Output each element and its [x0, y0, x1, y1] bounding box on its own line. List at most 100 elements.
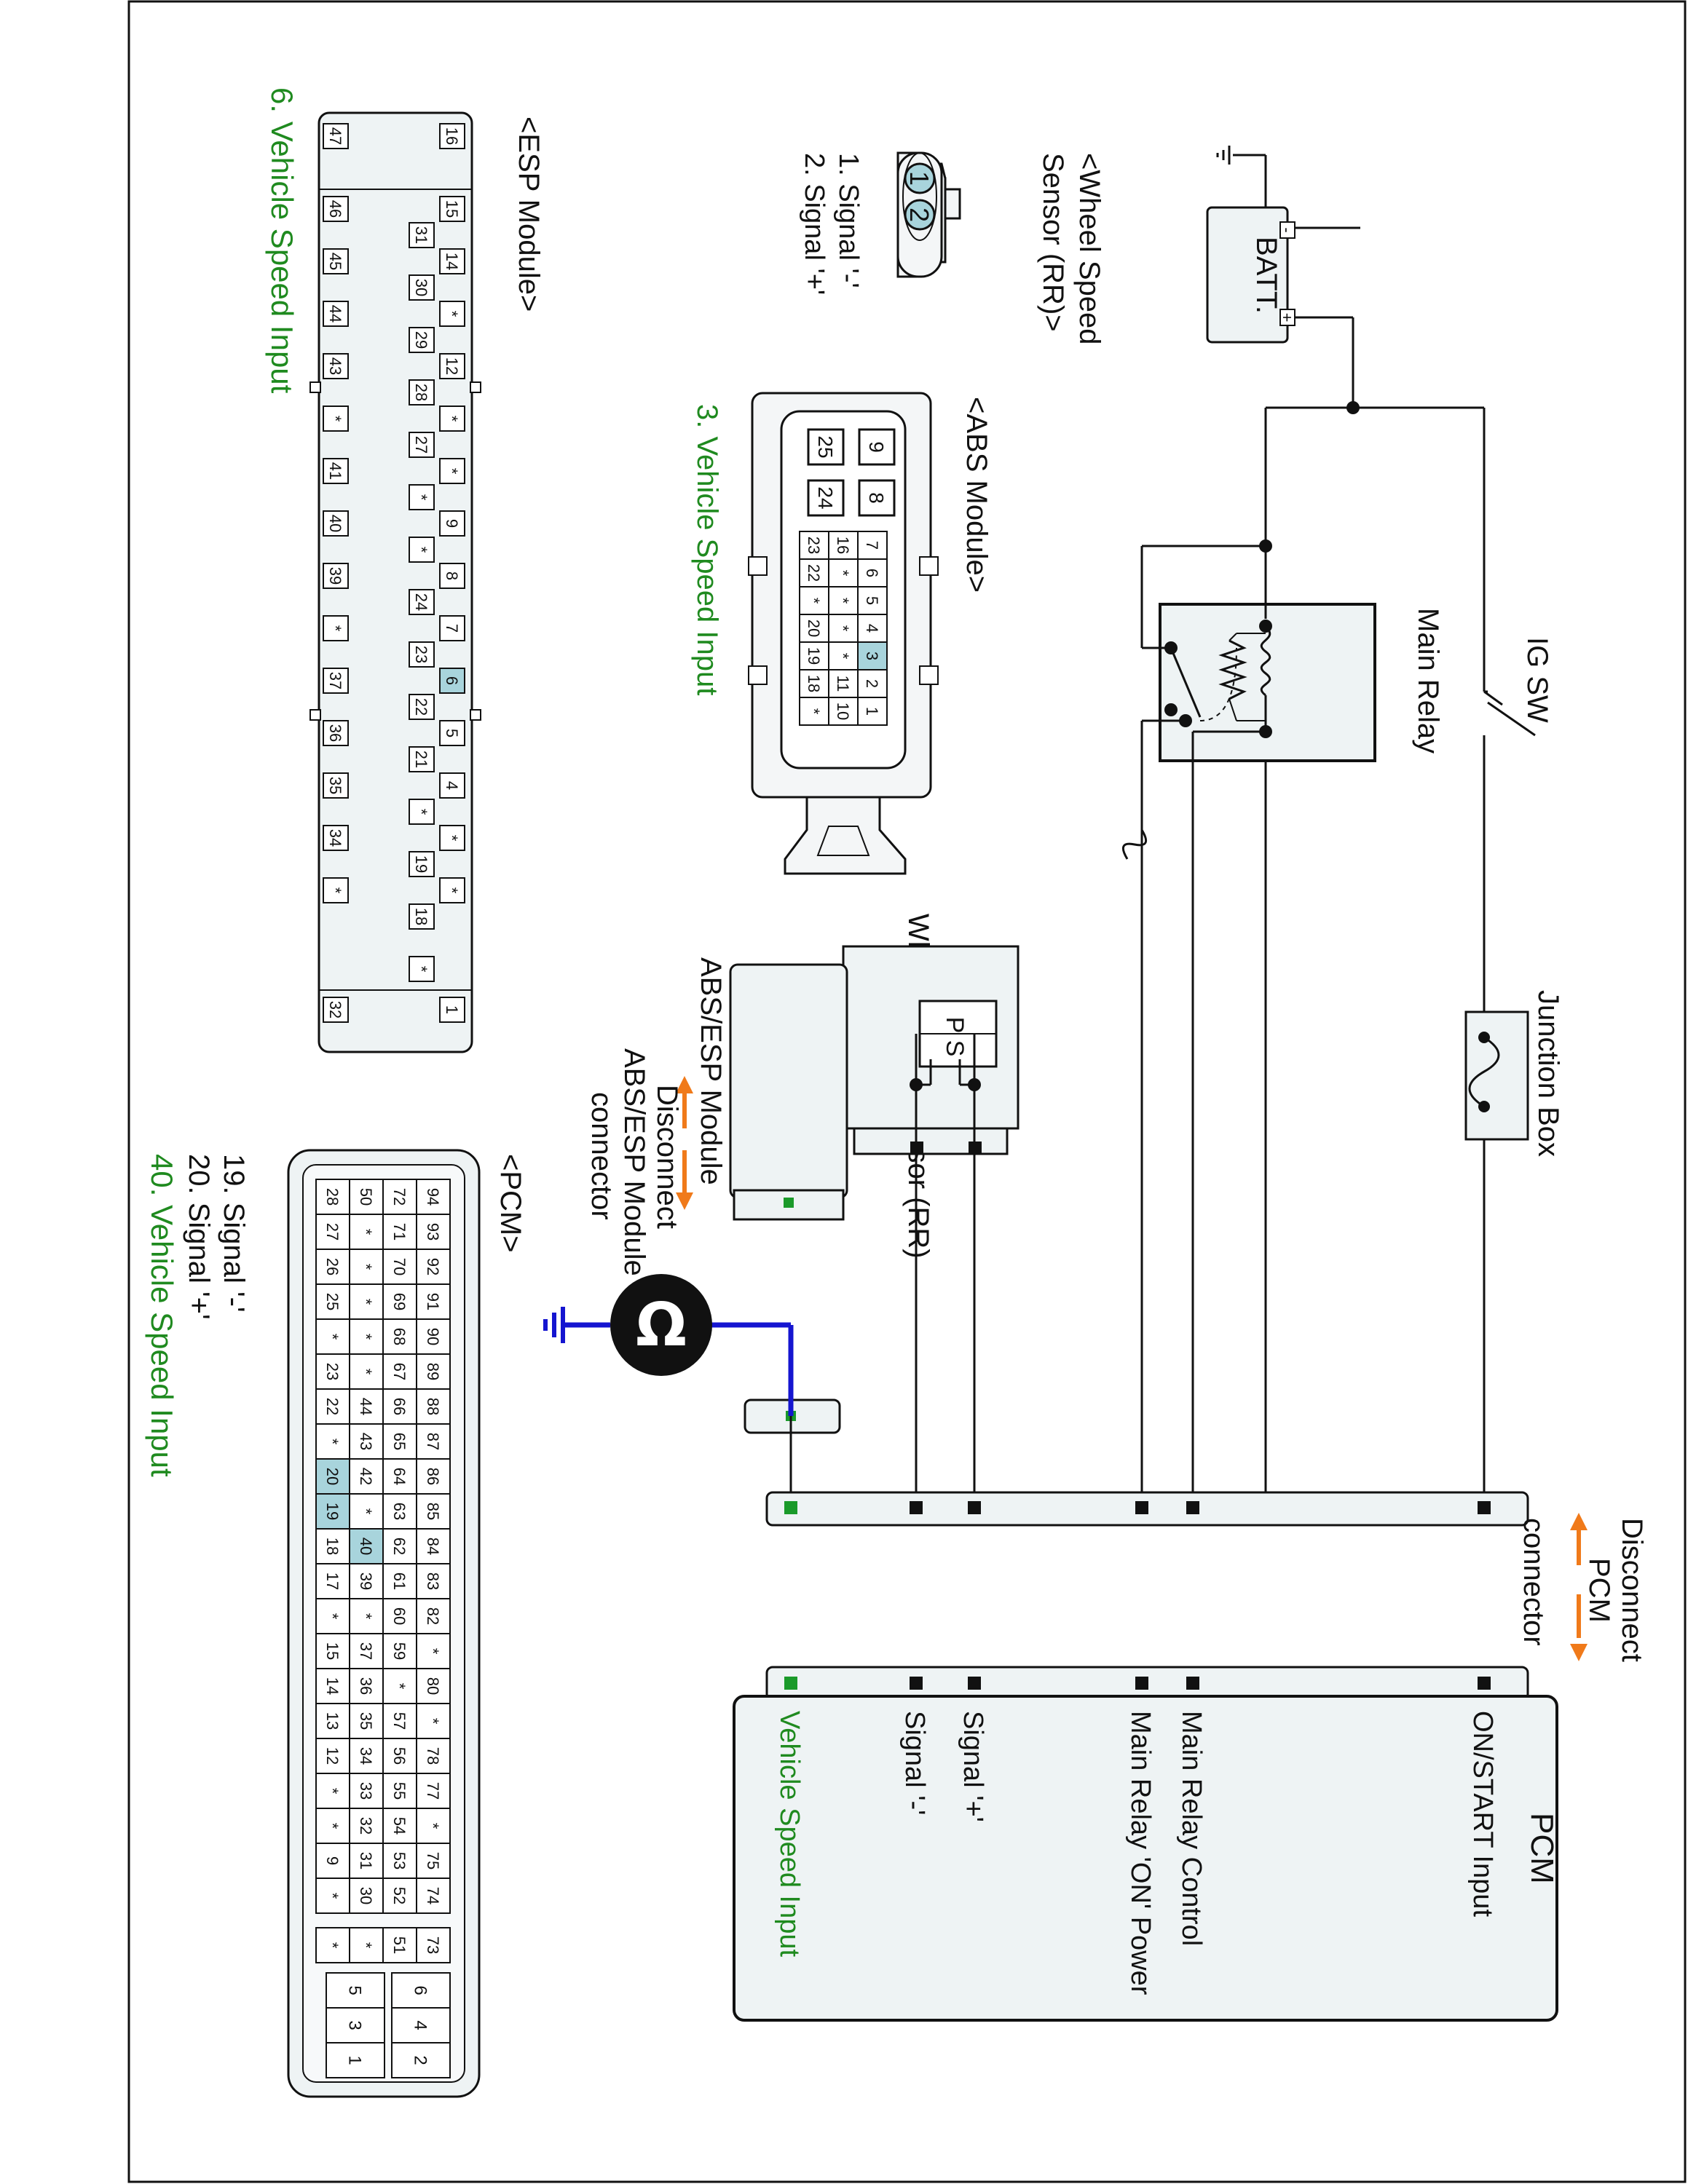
svg-text:7: 7	[443, 624, 461, 633]
pcm-pin-12: 12	[315, 1738, 350, 1774]
pcm-pin-label-3: Main Relay 'ON' Power	[1125, 1711, 1156, 1995]
svg-text:36: 36	[357, 1677, 375, 1695]
svg-text:46: 46	[326, 200, 344, 218]
svg-text:39: 39	[357, 1572, 375, 1590]
pcm-pin-37: 37	[349, 1633, 384, 1669]
disconnect-pcm: Disconnect PCM connector	[1518, 1513, 1648, 1662]
pcm-pin-94: 94	[416, 1179, 451, 1215]
pcm-pin-88: 88	[416, 1388, 451, 1425]
svg-text:30: 30	[357, 1887, 375, 1904]
svg-text:23: 23	[323, 1363, 342, 1380]
pcm-pin-empty: *	[349, 1598, 384, 1634]
pcm-pin-13: 13	[315, 1703, 350, 1739]
svg-text:*: *	[424, 1718, 442, 1725]
esp-pin-37: 37	[323, 668, 349, 694]
svg-text:*: *	[357, 1369, 375, 1375]
esp-pin-30: 30	[409, 274, 435, 301]
svg-text:35: 35	[357, 1712, 375, 1730]
wss-p-label: P	[941, 1017, 969, 1034]
esp-pin-empty: *	[409, 484, 435, 510]
svg-text:24: 24	[814, 486, 837, 509]
esp-pin-empty: *	[409, 956, 435, 982]
esp-pin-40: 40	[323, 510, 349, 537]
esp-pin-empty: *	[409, 799, 435, 825]
svg-text:2: 2	[410, 2055, 430, 2065]
pcm-pin-53: 53	[382, 1843, 417, 1879]
pcm-pin-85: 85	[416, 1493, 451, 1530]
esp-pin-29: 29	[409, 327, 435, 353]
wss-connector-stub	[853, 1127, 1009, 1155]
svg-text:*: *	[412, 966, 430, 973]
abs-pin-8: 8	[858, 479, 896, 517]
svg-text:35: 35	[326, 777, 344, 794]
abs-pin-empty: *	[828, 586, 859, 615]
esp-legend: 6. Vehicle Speed Input	[265, 87, 299, 394]
wss-connector-title-2: Sensor (RR)>	[1037, 153, 1069, 332]
pcm-pin-25: 25	[315, 1283, 350, 1320]
svg-text:32: 32	[357, 1817, 375, 1835]
esp-latch-4	[309, 709, 321, 721]
pcm-connector-title: <PCM>	[494, 1154, 526, 1253]
pcm-pin-57: 57	[382, 1703, 417, 1739]
esp-pin-empty: *	[323, 405, 349, 432]
svg-text:6: 6	[410, 1985, 430, 1995]
abs-pin-9: 9	[858, 428, 896, 466]
esp-pin-5: 5	[439, 720, 465, 746]
esp-pin-41: 41	[323, 458, 349, 484]
pcm-pin-label-4: Signal '+'	[958, 1711, 988, 1822]
svg-text:78: 78	[424, 1747, 442, 1765]
svg-text:*: *	[390, 1683, 409, 1690]
pcm-pin-9: 9	[315, 1843, 350, 1879]
pcm-pin-22: 22	[315, 1388, 350, 1425]
abs-esp-module-body	[729, 963, 848, 1199]
junction-box-label: Junction Box	[1532, 990, 1564, 1157]
pcm-pin-39: 39	[349, 1563, 384, 1599]
svg-text:*: *	[443, 835, 461, 842]
abs-pin-20: 20	[799, 614, 829, 643]
pcm-pin-90: 90	[416, 1318, 451, 1355]
esp-pin-45: 45	[323, 248, 349, 274]
esp-pin-31: 31	[409, 222, 435, 248]
svg-text:15: 15	[443, 200, 461, 218]
pcm-pin-56: 56	[382, 1738, 417, 1774]
pcm-pin-61: 61	[382, 1563, 417, 1599]
esp-pin-7: 7	[439, 615, 465, 641]
esp-pin-4: 4	[439, 772, 465, 799]
svg-text:*: *	[357, 1613, 375, 1620]
svg-text:17: 17	[323, 1572, 342, 1590]
esp-pin-46: 46	[323, 196, 349, 222]
svg-text:*: *	[443, 468, 461, 475]
wss-legend-2: 2. Signal '+'	[799, 153, 829, 295]
pcm-pin-34: 34	[349, 1738, 384, 1774]
battery-plus: +	[1278, 313, 1296, 323]
esp-pin-22: 22	[409, 694, 435, 720]
abs-pin-empty: *	[828, 641, 859, 670]
pcm-pin-empty: *	[416, 1703, 451, 1739]
svg-text:57: 57	[390, 1712, 409, 1730]
esp-latch-3	[309, 381, 321, 393]
esp-pin-23: 23	[409, 641, 435, 668]
esp-pin-grid: 161514*12**987654**13130292827**24232221…	[323, 123, 465, 1023]
pcm-pin-87: 87	[416, 1423, 451, 1460]
wss-pin-2-label: 2	[904, 207, 934, 222]
pcm-pin-44: 44	[349, 1388, 384, 1425]
svg-text:*: *	[834, 570, 852, 577]
disconnect-pcm-3: connector	[1518, 1518, 1550, 1646]
pcm-pin-5: 5	[326, 1972, 385, 2009]
battery-body	[1206, 206, 1289, 344]
pcm-pin-35: 35	[349, 1703, 384, 1739]
pcm-pin-18: 18	[315, 1528, 350, 1564]
relay-coil	[1260, 625, 1271, 697]
wss-pin-ring	[902, 152, 937, 241]
pcm-pin-empty: *	[349, 1318, 384, 1355]
pcm-pin-65: 65	[382, 1423, 417, 1460]
wss-pin-1-label: 1	[904, 171, 934, 186]
pcm-pin-empty: *	[349, 1353, 384, 1390]
svg-text:37: 37	[357, 1642, 375, 1660]
svg-text:68: 68	[390, 1328, 409, 1345]
svg-text:9: 9	[865, 441, 888, 453]
